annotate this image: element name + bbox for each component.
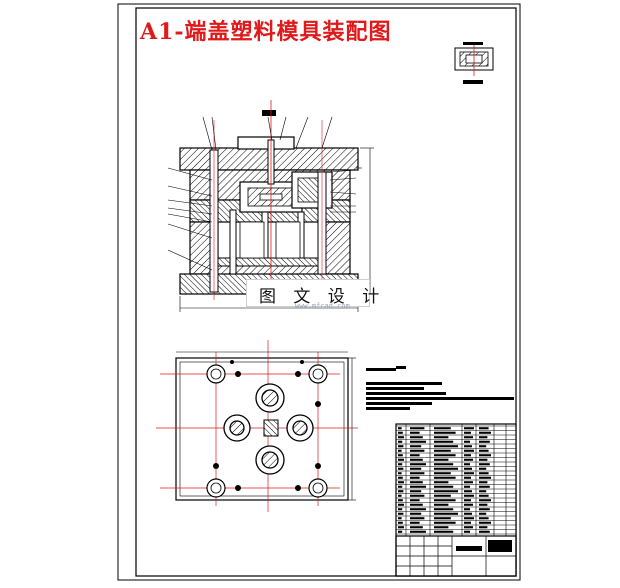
title-block bbox=[395, 423, 517, 577]
part-thumbnail bbox=[454, 42, 494, 84]
technical-notes bbox=[366, 366, 514, 410]
drawing-title: A1-端盖塑料模具装配图 bbox=[140, 19, 392, 45]
drawing-border bbox=[117, 3, 521, 581]
watermark-url: www.mfcad.com bbox=[295, 302, 350, 310]
watermark-text: 图 文 设 计 bbox=[259, 287, 386, 307]
watermark-box: 图 文 设 计 bbox=[246, 279, 379, 307]
plan-view bbox=[156, 340, 358, 512]
